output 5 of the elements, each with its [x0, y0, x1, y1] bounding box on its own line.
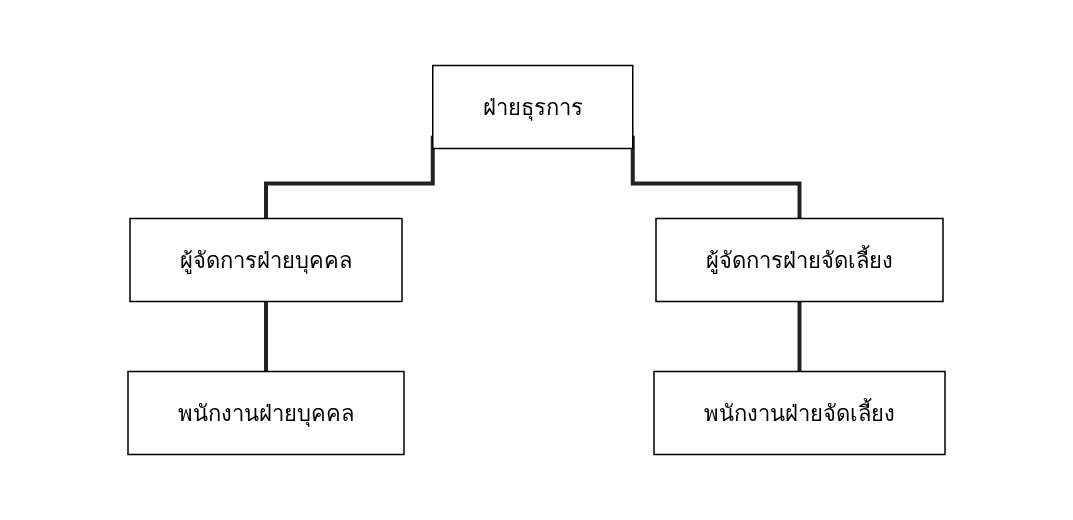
node-box: ผู้จัดการฝ่ายบุคคล: [129, 217, 403, 303]
node-box: ผู้จัดการฝ่ายจัดเลี้ยง: [655, 217, 944, 303]
node-box: พนักงานฝ่ายบุคคล: [127, 370, 405, 456]
node-box: ฝ่ายธุรการ: [432, 64, 634, 150]
node-box: พนักงานฝ่ายจัดเลี้ยง: [653, 370, 946, 456]
